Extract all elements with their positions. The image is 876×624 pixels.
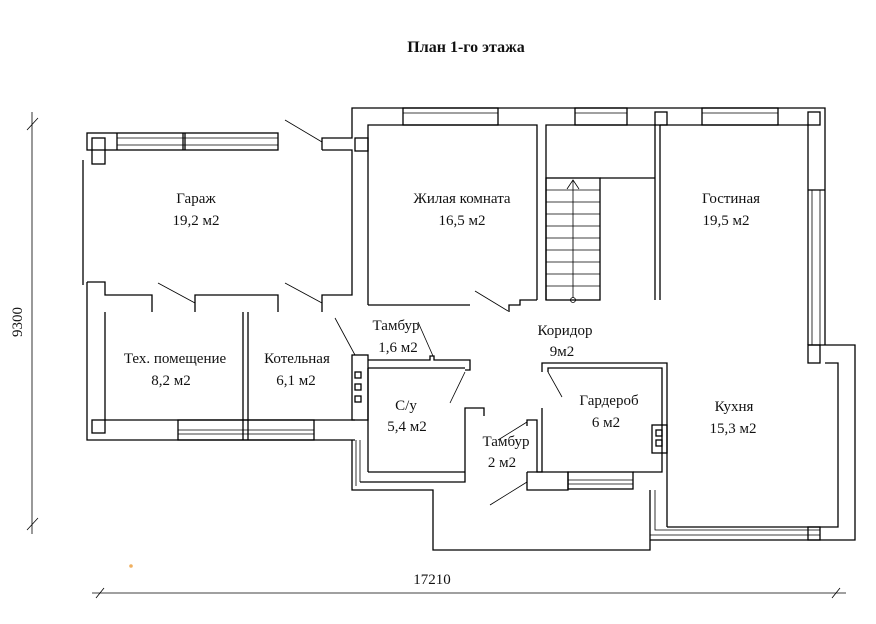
svg-text:19,5 м2: 19,5 м2	[703, 213, 750, 229]
svg-text:Гараж: Гараж	[176, 191, 216, 207]
svg-text:Котельная: Котельная	[264, 351, 330, 367]
svg-text:Гардероб: Гардероб	[579, 393, 639, 409]
svg-text:16,5 м2: 16,5 м2	[439, 213, 486, 229]
room-kitchen: Кухня 15,3 м2	[710, 399, 757, 437]
room-bathroom: С/у 5,4 м2	[387, 398, 427, 435]
svg-text:1,6 м2: 1,6 м2	[378, 340, 418, 356]
svg-text:Тех. помещение: Тех. помещение	[124, 351, 227, 367]
svg-text:Тамбур: Тамбур	[373, 318, 420, 334]
room-boiler: Котельная 6,1 м2	[264, 351, 330, 389]
svg-text:Гостиная: Гостиная	[702, 191, 760, 207]
plan-title: План 1-го этажа	[407, 39, 524, 56]
width-label: 17210	[413, 572, 451, 588]
height-dimension: 9300	[10, 112, 39, 534]
room-garage: Гараж 19,2 м2	[173, 191, 220, 229]
svg-text:2 м2: 2 м2	[488, 455, 516, 471]
room-corridor: Коридор 9м2	[538, 323, 593, 360]
room-living-room: Жилая комната 16,5 м2	[413, 191, 511, 229]
svg-text:9м2: 9м2	[550, 344, 575, 360]
svg-text:Тамбур: Тамбур	[483, 434, 530, 450]
room-vestibule-1: Тамбур 1,6 м2	[373, 318, 420, 356]
svg-text:С/у: С/у	[395, 398, 417, 414]
width-dimension: 17210	[92, 572, 846, 599]
room-tech: Тех. помещение 8,2 м2	[124, 351, 227, 389]
walls	[82, 107, 856, 551]
svg-text:15,3 м2: 15,3 м2	[710, 421, 757, 437]
stray-dot	[129, 564, 133, 568]
svg-text:5,4 м2: 5,4 м2	[387, 419, 427, 435]
svg-text:6 м2: 6 м2	[592, 415, 620, 431]
svg-text:Коридор: Коридор	[538, 323, 593, 339]
room-vestibule-2: Тамбур 2 м2	[483, 434, 530, 471]
room-wardrobe: Гардероб 6 м2	[579, 393, 639, 431]
svg-text:6,1 м2: 6,1 м2	[276, 373, 316, 389]
room-lounge: Гостиная 19,5 м2	[702, 191, 760, 229]
svg-text:19,2 м2: 19,2 м2	[173, 213, 220, 229]
svg-text:Жилая комната: Жилая комната	[413, 191, 511, 207]
height-label: 9300	[10, 307, 26, 337]
svg-text:8,2 м2: 8,2 м2	[151, 373, 191, 389]
svg-text:Кухня: Кухня	[715, 399, 754, 415]
